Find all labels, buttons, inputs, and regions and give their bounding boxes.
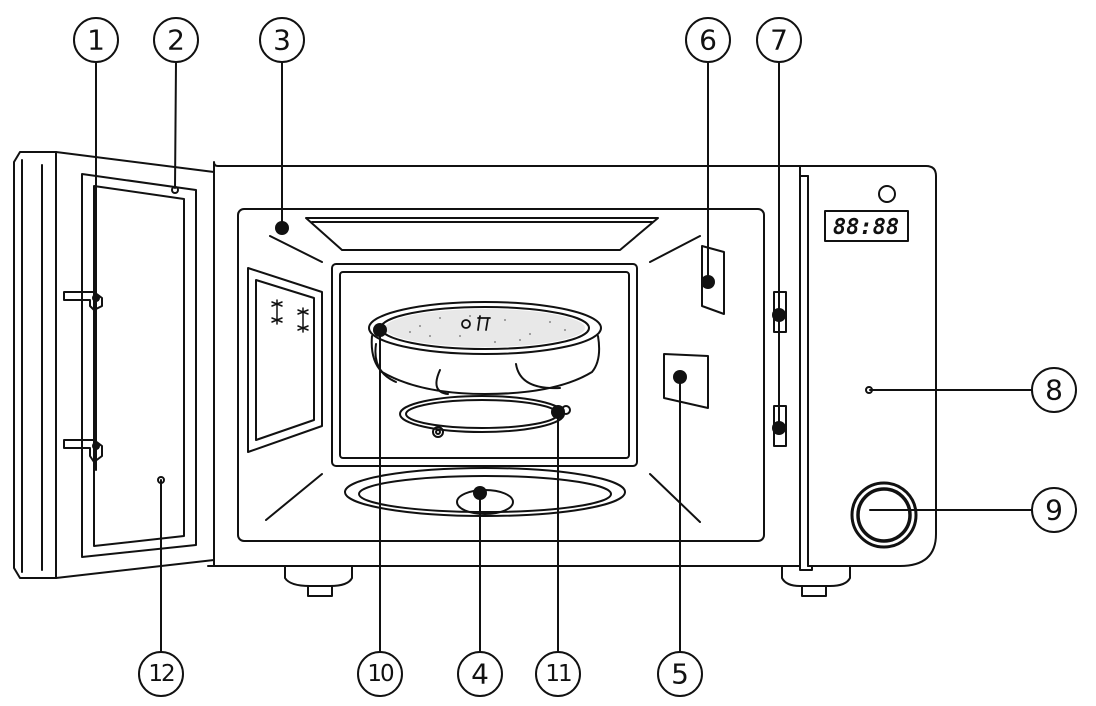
svg-text:8: 8 — [1045, 374, 1063, 407]
mica-plate — [701, 245, 725, 315]
svg-text:10: 10 — [367, 661, 394, 687]
control-knob — [850, 481, 918, 549]
light-cover — [663, 353, 709, 409]
callout-6: 6 — [685, 17, 731, 63]
svg-text:2: 2 — [167, 24, 185, 57]
svg-text:11: 11 — [545, 661, 571, 687]
svg-text:4: 4 — [471, 658, 489, 691]
svg-text:5: 5 — [671, 658, 689, 691]
waveguide-cover — [247, 267, 323, 453]
cavity-front-frame — [237, 208, 765, 542]
cavity — [237, 208, 765, 542]
roller-ring — [399, 395, 571, 438]
svg-text:7: 7 — [770, 24, 788, 57]
foot-right — [781, 565, 851, 587]
callout-3: 3 — [259, 17, 305, 63]
glass-turntable — [368, 301, 602, 395]
cavity-back-wall — [331, 263, 638, 467]
callout-4: 4 — [457, 651, 503, 697]
callout-11: 11 — [535, 651, 581, 697]
turntable-hub — [461, 315, 491, 331]
svg-text:12: 12 — [148, 661, 174, 687]
callout-1: 1 — [73, 17, 119, 63]
svg-text:6: 6 — [699, 24, 717, 57]
callout-8: 8 — [1031, 367, 1077, 413]
control-panel: 88:88 — [799, 165, 937, 571]
waveguide-marks — [271, 299, 309, 333]
leader-lines — [95, 61, 1033, 653]
turntable-texture — [409, 315, 566, 343]
display-readout: 88:88 — [833, 215, 899, 240]
svg-text:1: 1 — [87, 24, 105, 57]
callout-5: 5 — [657, 651, 703, 697]
svg-text:3: 3 — [273, 24, 291, 57]
callout-10: 10 — [357, 651, 403, 697]
callout-12: 12 — [138, 651, 184, 697]
top-vent — [305, 217, 659, 251]
callout-9: 9 — [1031, 487, 1077, 533]
display-window — [824, 210, 909, 242]
microwave-body — [207, 161, 851, 597]
door-window — [81, 173, 197, 558]
foot-left — [284, 565, 353, 587]
power-indicator-icon — [878, 185, 896, 203]
callout-2: 2 — [153, 17, 199, 63]
microwave-door — [13, 151, 215, 579]
svg-text:9: 9 — [1045, 494, 1063, 527]
callout-7: 7 — [756, 17, 802, 63]
floor-recess — [344, 467, 626, 517]
leader-dots — [92, 221, 786, 500]
